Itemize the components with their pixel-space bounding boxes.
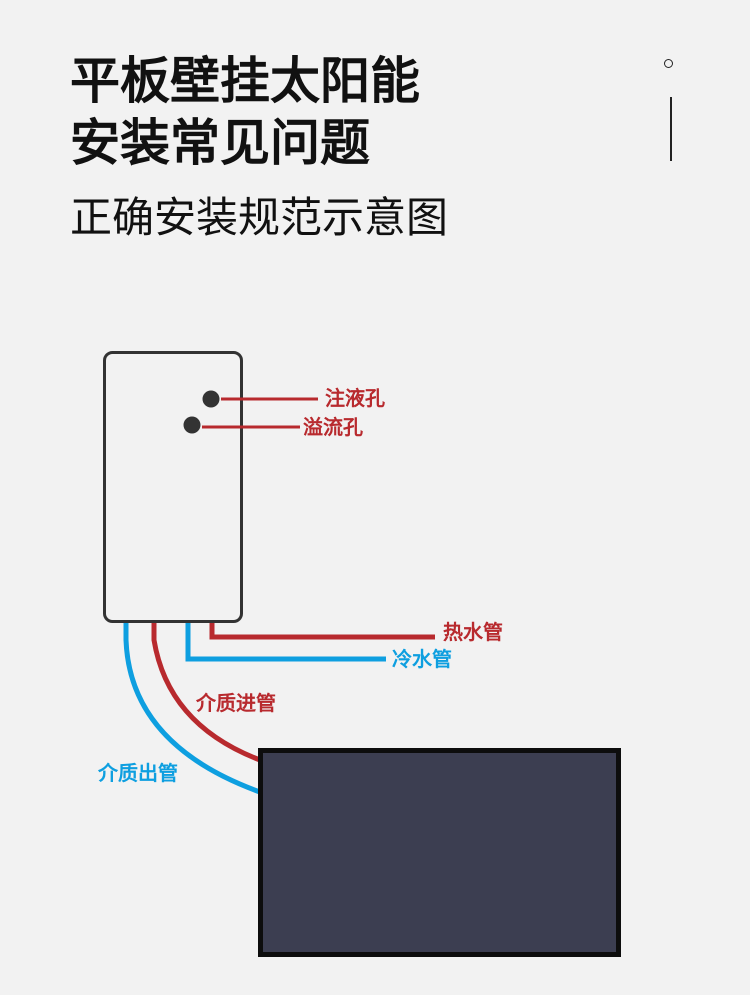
solar-panel xyxy=(258,748,621,957)
page-subtitle: 正确安装规范示意图 xyxy=(70,193,449,242)
overflow-hole-dot xyxy=(183,416,201,434)
medium-outlet-pipe-label: 介质出管 xyxy=(97,761,178,785)
cold-water-pipe-label: 冷水管 xyxy=(392,647,452,671)
decorative-vertical-line xyxy=(670,97,672,161)
hot-water-pipe-label: 热水管 xyxy=(443,620,503,644)
decorative-circle-icon xyxy=(664,59,673,68)
page-title-line-1: 平板壁挂太阳能 xyxy=(70,52,420,110)
cold-water-pipe xyxy=(185,622,386,662)
medium-outlet-pipe xyxy=(123,622,261,795)
overflow-hole-label: 溢流孔 xyxy=(303,415,363,439)
hot-water-pipe xyxy=(209,622,435,640)
page-title-line-2: 安装常见问题 xyxy=(70,114,370,172)
medium-inlet-pipe-label: 介质进管 xyxy=(195,691,276,715)
medium-inlet-pipe xyxy=(151,622,261,763)
fill-hole-label: 注液孔 xyxy=(325,386,385,410)
water-tank xyxy=(103,351,243,623)
fill-hole-dot xyxy=(202,390,220,408)
